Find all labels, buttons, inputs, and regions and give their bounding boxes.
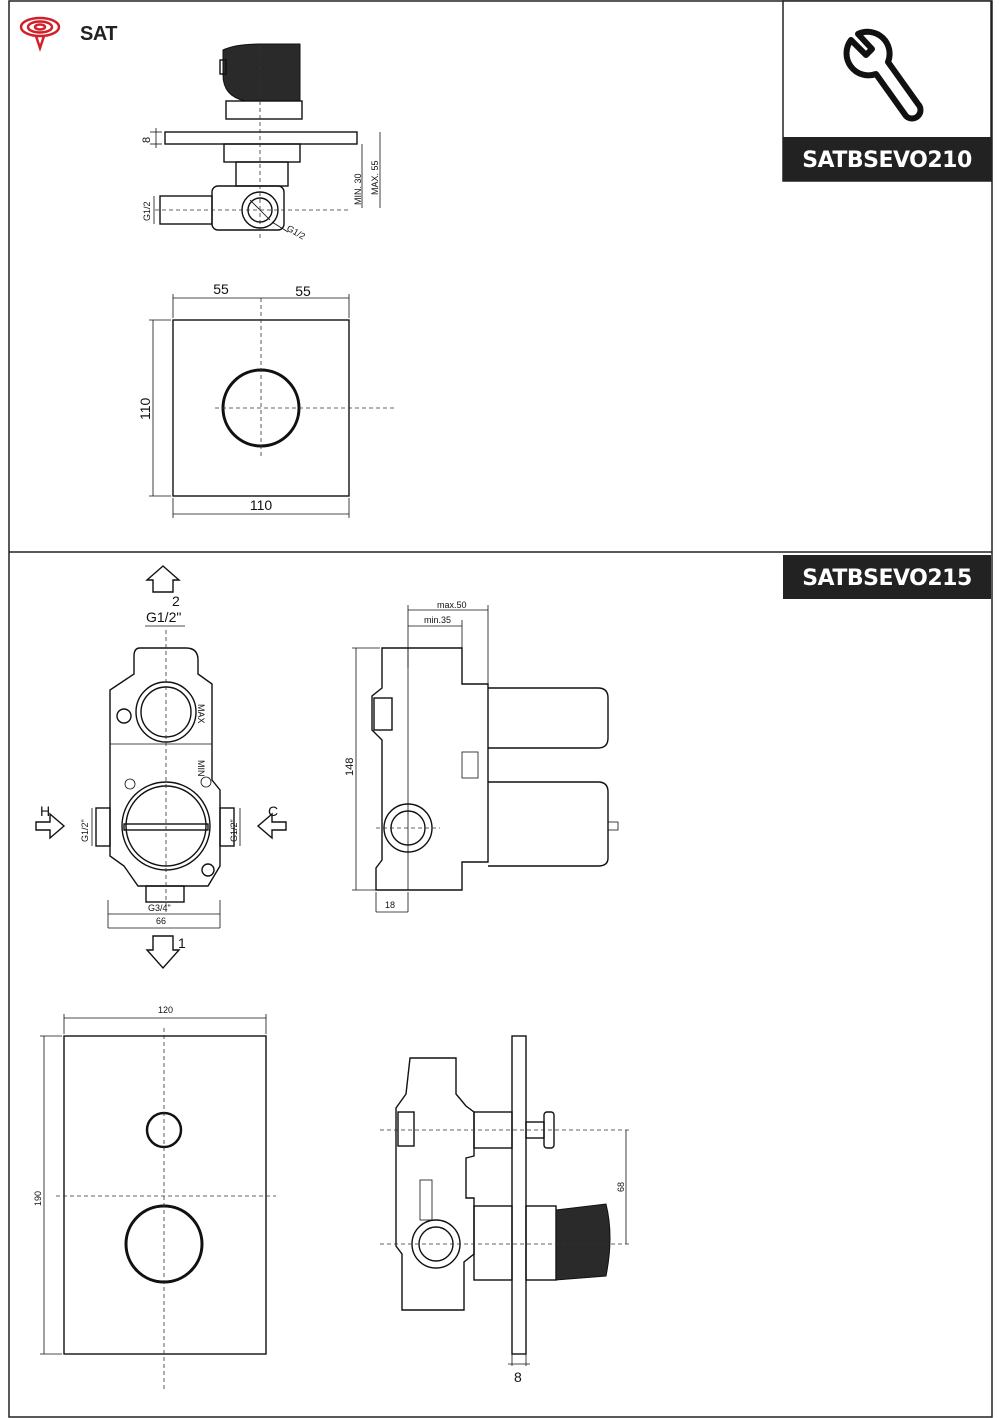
outlet-bottom-thread: G3/4" (148, 903, 171, 913)
valve-body-front: 2 G1/2" MAX MIN H G1/2" C G1/2" G3/4" 6 (35, 565, 287, 970)
valve-body-side: max.50 min.35 148 18 (344, 600, 619, 913)
valve-body-outline (109, 647, 221, 887)
plate-two-knob-side: 68 8 (380, 1035, 630, 1385)
dim-body-depth-max: max.50 (437, 600, 467, 610)
handle-upper (488, 687, 609, 749)
dim-plate-width: 110 (250, 497, 273, 513)
sat-logo: SAT (19, 16, 118, 52)
code-label-bottom-bg (783, 555, 991, 599)
dim-plate-thickness: 8 (141, 137, 153, 143)
dim-plate-height: 110 (137, 397, 153, 420)
inlet-right-label: C (268, 803, 278, 819)
top-front-view: 55 55 110 110 (137, 281, 397, 518)
wrench-icon (843, 28, 924, 122)
inlet-left-thread: G1/2" (80, 819, 90, 842)
dim-body-width: 66 (156, 916, 166, 926)
cover-plate-side (164, 131, 358, 145)
body-side-2-outline (395, 1057, 475, 1311)
outlet-top-num: 2 (172, 593, 180, 609)
plate-two-knob-front: 120 190 (33, 1005, 276, 1390)
inlet-left-label: H (40, 803, 50, 819)
tool-box: SATBSEVO210 (782, 0, 992, 182)
cover-plate-two-knob (63, 1035, 267, 1355)
sheet-frame (8, 0, 993, 1418)
outlet-top-arrow-icon (145, 565, 181, 593)
thread-left: G1/2 (142, 201, 152, 221)
top-side-view: 8 MIN. 30 MAX. 55 G1/2 G1/2 (141, 43, 381, 241)
dim-depth-max: MAX. 55 (370, 160, 380, 195)
outlet-bottom-num: 1 (178, 935, 186, 951)
dim-body-base: 18 (385, 900, 395, 910)
dim-plate2-height: 190 (33, 1191, 43, 1206)
sat-swirl-icon (19, 16, 61, 52)
mark-max: MAX (196, 704, 206, 724)
outlet-bottom-arrow-icon (145, 935, 181, 970)
dim-body-height: 148 (344, 758, 356, 776)
outlet-top-thread: G1/2" (146, 609, 181, 625)
dim-half-left: 55 (213, 281, 229, 297)
mark-min: MIN (196, 760, 206, 777)
dim-knob-spacing: 68 (616, 1182, 626, 1192)
dim-plate2-width: 120 (158, 1005, 173, 1015)
dim-plate2-thickness: 8 (514, 1369, 522, 1385)
inlet-right-thread: G1/2" (229, 819, 239, 842)
dim-body-depth-min: min.35 (424, 615, 451, 625)
knob-side-2 (555, 1203, 611, 1281)
thread-center: G1/2 (285, 223, 307, 241)
code-label-top: SATBSEVO210 (802, 148, 972, 173)
dim-half-right: 55 (295, 283, 311, 299)
knob-side (222, 43, 301, 102)
brand-name: SAT (80, 23, 117, 45)
inlet-left-arrow-icon (35, 812, 66, 840)
dim-depth-min: MIN. 30 (353, 173, 363, 205)
handle-lower (488, 781, 609, 867)
body-side-outline (371, 647, 489, 891)
code-label-bg (783, 137, 991, 181)
code-label-bottom: SATBSEVO215 (802, 566, 972, 591)
inlet-right-arrow-icon (256, 812, 287, 840)
cover-plate-side-2 (511, 1035, 527, 1355)
